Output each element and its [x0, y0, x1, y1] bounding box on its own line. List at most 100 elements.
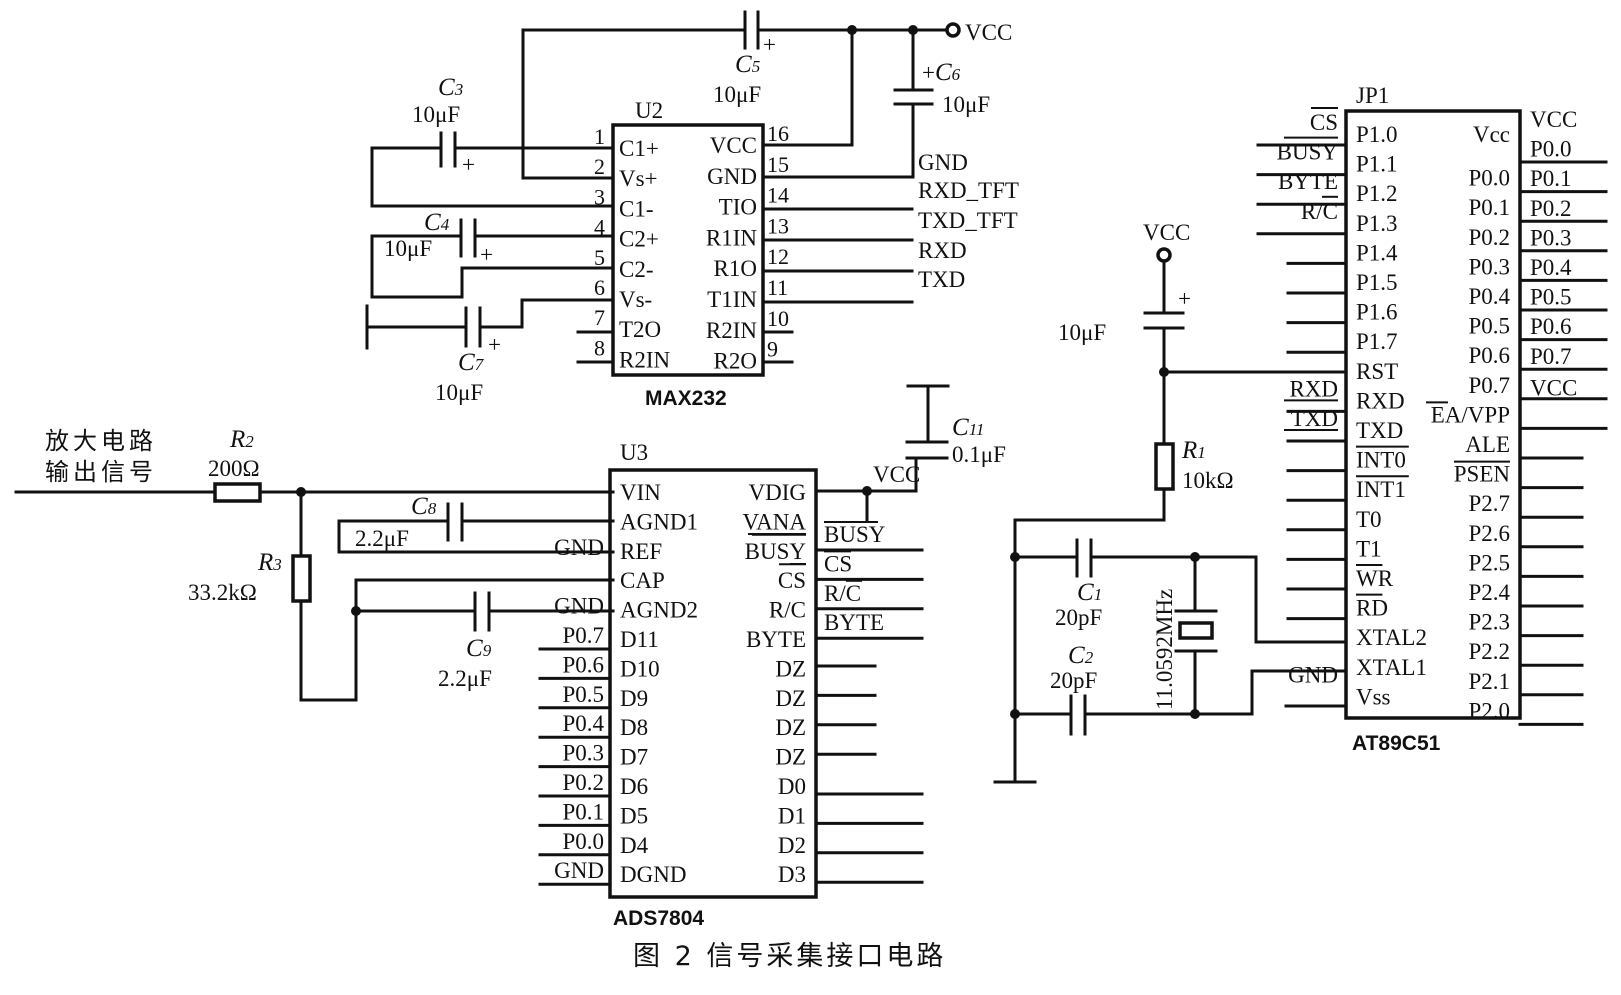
wire-vdig-vcc — [814, 456, 918, 493]
u3-net-label: P0.5 — [562, 682, 604, 707]
u3-pin-name: D1 — [778, 803, 806, 828]
jp1-pin-name: RD — [1356, 596, 1388, 621]
figure-caption: 图 2 信号采集接口电路 — [633, 941, 946, 972]
r1-ref: R1 — [1181, 437, 1206, 464]
jp1-pin-name: P0.5 — [1468, 314, 1510, 339]
u3-net-label: P0.2 — [562, 770, 604, 795]
jp1-pin-name: PSEN — [1454, 462, 1511, 487]
u3-net-label: GND — [554, 594, 604, 619]
c9-ref: C9 — [466, 635, 492, 662]
jp1-net-label: RXD — [1289, 376, 1338, 401]
u2-pin-name: R1IN — [706, 225, 758, 250]
jp1-net-label: P0.6 — [1530, 314, 1572, 339]
jp1-pin-name: XTAL1 — [1356, 655, 1427, 680]
c8-value: 2.2μF — [355, 526, 409, 551]
wire-c8-ref — [337, 519, 615, 554]
input-label-line2: 输出信号 — [45, 458, 157, 486]
c3-value: 10μF — [412, 102, 460, 127]
wire-c3-pin3 — [370, 146, 615, 208]
jp1-at89c51: JP1 AT89C51 P1.0P1.1P1.2P1.3P1.4P1.5P1.6… — [993, 83, 1608, 784]
u3-pin-name: DGND — [620, 862, 686, 887]
u3-net-label: GND — [554, 535, 604, 560]
u3-net-label: P0.1 — [562, 799, 604, 824]
c1-ref: C1 — [1077, 579, 1102, 606]
jp1-pin-name: P1.7 — [1356, 329, 1398, 354]
jp1-pin-name: P1.3 — [1356, 211, 1398, 236]
input-label-line1: 放大电路 — [45, 427, 157, 455]
jp1-pin-name: P1.5 — [1356, 270, 1398, 295]
r3-value: 33.2kΩ — [188, 580, 257, 605]
jp1-part: AT89C51 — [1352, 732, 1441, 755]
jp1-pin-name: P1.1 — [1356, 152, 1398, 177]
crystal-body — [1178, 621, 1214, 640]
jp1-ref: JP1 — [1356, 83, 1389, 108]
u2-net-label: TXD_TFT — [918, 208, 1018, 233]
jp1-pin-name: T0 — [1356, 507, 1382, 532]
jp1-net-label: GND — [1288, 662, 1338, 687]
c5-value: 10μF — [713, 82, 761, 107]
jp1-pin-name: P2.4 — [1468, 580, 1510, 605]
jp1-pin-name: P1.6 — [1356, 300, 1398, 325]
jp1-pin-name: WR — [1356, 566, 1394, 591]
wire-pin16-vcc — [761, 28, 854, 147]
wire-pin15-gnd — [761, 102, 915, 179]
c6-ref: +C6 — [922, 59, 961, 86]
u3-net-label: R/C — [824, 581, 861, 606]
wire-xtal2 — [1089, 555, 1348, 644]
u2-pin-name: C1+ — [619, 136, 659, 161]
jp1-pin-name: P0.1 — [1468, 195, 1510, 220]
c3-polarity: + — [462, 152, 475, 177]
u2-pin-number: 16 — [767, 121, 789, 146]
u2-ref: U2 — [635, 98, 663, 123]
jp1-net-label: P0.2 — [1530, 196, 1572, 221]
u3-pin-name: D5 — [620, 803, 648, 828]
u3-pin-name: D3 — [778, 862, 806, 887]
vcc-terminal-icon — [945, 22, 961, 38]
c7-polarity: + — [488, 332, 501, 357]
u3-ref: U3 — [620, 440, 648, 465]
c2-value: 20pF — [1050, 668, 1097, 693]
u3-pin-name: D10 — [620, 656, 660, 681]
c4-value: 10μF — [384, 236, 432, 261]
jp1-pin-name: XTAL2 — [1356, 625, 1427, 650]
u2-pin-name: T2O — [619, 317, 661, 342]
u3-net-label: BUSY — [824, 522, 886, 547]
u3-pin-name: D7 — [620, 745, 648, 770]
jp1-net-label: VCC — [1530, 375, 1577, 400]
u2-pin-name: C2+ — [619, 227, 659, 252]
c5-polarity: + — [763, 32, 776, 57]
u3-pin-name: DZ — [775, 715, 806, 740]
u2-pin-name: C2- — [619, 257, 654, 282]
c8-ref: C8 — [411, 493, 437, 520]
u3-pin-name: D4 — [620, 833, 649, 858]
u3-pin-name: VDIG — [749, 480, 807, 505]
vcc-terminal-icon — [1156, 247, 1172, 263]
u3-net-label: P0.7 — [562, 623, 604, 648]
jp1-pin-name: P1.2 — [1356, 181, 1398, 206]
u3-pin-name: DZ — [775, 656, 806, 681]
r1-body — [1154, 442, 1175, 491]
u3-net-label: BYTE — [824, 610, 884, 635]
c5-ref: C5 — [735, 51, 760, 78]
jp1-net-label: P0.5 — [1530, 285, 1572, 310]
u3-pin-name: AGND1 — [620, 509, 698, 534]
u2-pin-number: 3 — [594, 184, 605, 209]
u2-pin-name: T1IN — [707, 287, 757, 312]
u3-pin-name: VIN — [620, 480, 661, 505]
wire-pin6 — [478, 298, 615, 329]
u3-ads7804: U3 ADS7804 VINAGND1REFCAPAGND2D11D10D9D8… — [538, 384, 1006, 930]
jp1-pin-name: RXD — [1356, 388, 1405, 413]
u2-pin-number: 4 — [594, 215, 605, 240]
u3-pin-name: D11 — [620, 627, 659, 652]
u2-pin-number: 12 — [767, 244, 789, 269]
u3-net-label: P0.0 — [562, 829, 604, 854]
r1-value: 10kΩ — [1182, 468, 1234, 493]
c7-ref: C7 — [458, 349, 485, 376]
u3-pin-name: AGND2 — [620, 598, 698, 623]
u2-net-label: RXD — [918, 238, 967, 263]
u2-pin-name: R2O — [714, 349, 757, 374]
r3-ref: R3 — [257, 549, 282, 576]
jp1-net-label: P0.4 — [1530, 255, 1572, 280]
